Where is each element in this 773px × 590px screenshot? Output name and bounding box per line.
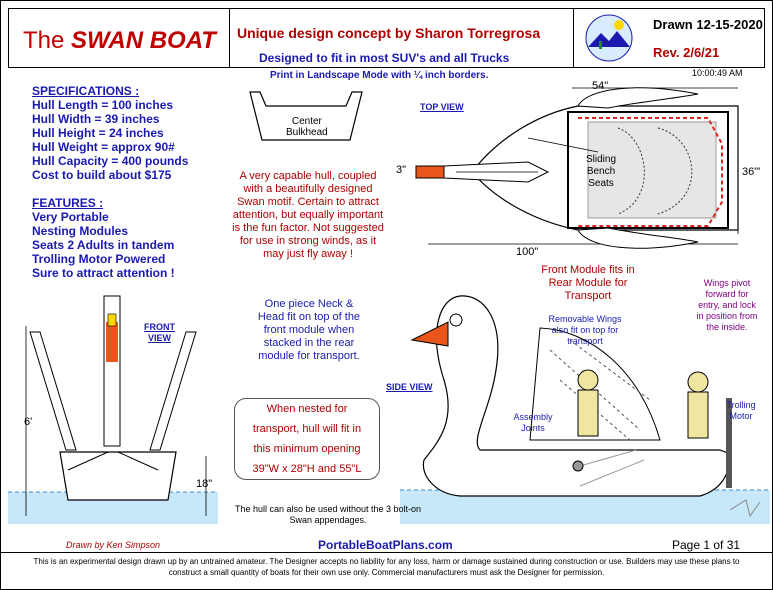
side-view-diagram: [400, 295, 770, 524]
hull-note: The hull can also be used without the 3 …: [234, 504, 422, 525]
spec-item: Hull Weight = approx 90#: [32, 140, 175, 154]
center-bulkhead-diagram: [249, 91, 363, 141]
sliding-seats-text: Bench: [586, 166, 616, 177]
sliding-seats-text: Seats: [588, 178, 614, 189]
timestamp: 10:00:49 AM: [692, 68, 743, 78]
features: FEATURES : Very Portable Nesting Modules…: [32, 196, 175, 280]
logo-divider: [573, 9, 574, 67]
spec-item: Hull Height = 24 inches: [32, 126, 164, 140]
sliding-seats-label: Sliding Bench Seats: [586, 154, 616, 190]
dim-3: 3": [396, 164, 407, 176]
front-view-text: VIEW: [147, 333, 171, 343]
logo-icon: [585, 14, 633, 62]
drawn-date: Drawn 12-15-2020: [653, 17, 763, 32]
top-view-label: TOP VIEW: [420, 102, 464, 112]
header: The SWAN BOAT Unique design concept by S…: [8, 8, 765, 68]
print-note: Print in Landscape Mode with ¼ inch bord…: [270, 70, 489, 81]
specs-heading: SPECIFICATIONS :: [32, 84, 140, 98]
nested-note-line: 39"W x 28"H and 55"L: [252, 463, 362, 475]
front-view-diagram: [8, 295, 218, 524]
assembly-joints-text: Joints: [521, 423, 545, 433]
nested-note-line: transport, hull will fit in: [252, 423, 362, 435]
center-bulkhead-label: Center Bulkhead: [286, 116, 328, 138]
removable-wings-note: Removable Wings also fit on top for tran…: [548, 314, 622, 346]
title-prefix: The: [23, 27, 72, 54]
dim-6ft: 6': [24, 416, 33, 428]
spec-item: Hull Width = 39 inches: [32, 112, 160, 126]
spec-item: Cost to build about $175: [32, 168, 172, 182]
dim-54: 54": [592, 80, 609, 92]
subtitle: Designed to fit in most SUV's and all Tr…: [259, 51, 510, 65]
site-link[interactable]: PortableBoatPlans.com: [318, 538, 453, 552]
features-heading: FEATURES :: [32, 196, 104, 210]
footer-divider: [0, 552, 773, 553]
page-number: Page 1 of 31: [672, 538, 741, 552]
nested-note-line: this minimum opening: [253, 443, 361, 455]
title-box: The SWAN BOAT: [9, 9, 230, 67]
trolling-motor-label: Trolling Motor: [716, 400, 766, 422]
title-main: SWAN BOAT: [71, 27, 216, 54]
feature-item: Seats 2 Adults in tandem: [32, 238, 175, 252]
revision-date: Rev. 2/6/21: [653, 45, 720, 60]
trolling-motor-text: Motor: [729, 411, 753, 421]
front-view-text: FRONT: [144, 322, 175, 332]
assembly-joints-text: Assembly: [513, 412, 553, 422]
neck-note: One piece Neck & Head fit on top of the …: [257, 298, 361, 362]
feature-item: Nesting Modules: [32, 224, 129, 238]
drawn-by: Drawn by Ken Simpson: [66, 540, 161, 550]
dim-100: 100": [516, 246, 539, 258]
page-title: The SWAN BOAT: [23, 27, 216, 55]
trolling-motor-text: Trolling: [726, 400, 756, 410]
nested-note-line: When nested for: [266, 403, 348, 415]
dim-36: 36"': [742, 166, 761, 178]
specifications: SPECIFICATIONS : Hull Length = 100 inche…: [32, 84, 188, 182]
tagline: Unique design concept by Sharon Torregro…: [237, 25, 541, 41]
center-bulkhead-text: Center: [291, 116, 322, 127]
side-view-label: SIDE VIEW: [386, 382, 433, 392]
center-bulkhead-text: Bulkhead: [286, 127, 328, 138]
disclaimer: This is an experimental design drawn up …: [33, 557, 740, 577]
description: A very capable hull, coupled with a beau…: [232, 170, 384, 260]
feature-item: Sure to attract attention !: [32, 266, 175, 280]
spec-item: Hull Length = 100 inches: [32, 98, 174, 112]
dim-18: 18": [196, 478, 213, 490]
feature-item: Trolling Motor Powered: [32, 252, 166, 266]
feature-item: Very Portable: [32, 210, 109, 224]
top-view-diagram: [415, 87, 739, 249]
wings-pivot-note: Wings pivot forward for entry, and lock …: [696, 278, 758, 332]
nested-note: When nested for transport, hull will fit…: [234, 398, 380, 480]
assembly-joints-label: Assembly Joints: [506, 412, 560, 434]
sliding-seats-text: Sliding: [586, 154, 617, 165]
spec-item: Hull Capacity = 400 pounds: [32, 154, 189, 168]
front-module-note: Front Module fits in Rear Module for Tra…: [541, 264, 635, 302]
front-view-label: FRONT VIEW: [144, 322, 175, 344]
